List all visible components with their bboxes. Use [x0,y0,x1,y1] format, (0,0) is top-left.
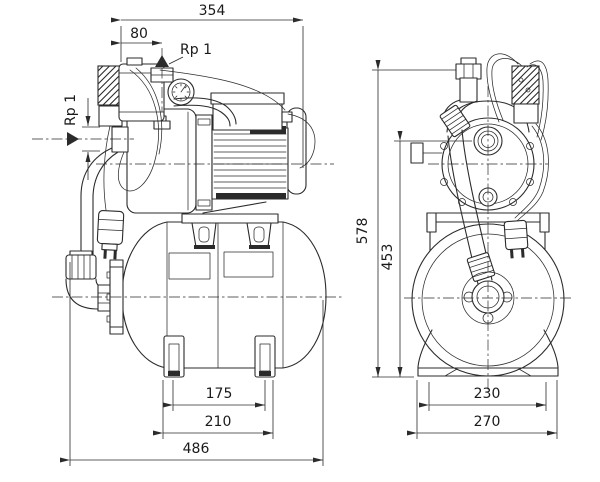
dim-rp1-top-label: Rp 1 [180,42,212,58]
dimension-486: 486 [60,262,324,466]
dim-80-label: 80 [130,26,148,42]
suction-connection-marker [67,132,79,146]
wall-section-hatch-front [511,65,540,105]
dimension-270: 270 [407,380,558,439]
dim-210-label: 210 [205,414,232,430]
pump-motor-flange [195,114,213,211]
power-cable-loop [103,67,316,211]
dimension-210: 210 [153,380,274,439]
mains-plug [96,209,125,260]
dim-270-label: 270 [474,414,501,430]
tank-foot-right [254,335,276,378]
cable-gland [281,111,293,123]
dimension-175: 175 [163,380,266,411]
elbow-fitting [65,278,111,312]
discharge-elbow-front [439,57,496,285]
dimension-rp1-left: Rp 1 [63,94,100,180]
dim-453-label: 453 [380,244,396,271]
discharge-connection-marker [155,55,169,67]
suction-port-stub [111,126,129,153]
tank-foot-left [163,335,185,378]
pump-casing [111,108,197,214]
dim-354-label: 354 [199,3,226,19]
hose-coupling-top [439,104,471,138]
centerlines-front [404,86,572,392]
discharge-pipe [173,97,237,127]
tank-label-left [168,252,211,280]
dim-rp1-left-label: Rp 1 [63,94,79,126]
dimension-578: 578 [355,60,456,378]
cable-loop-front [486,53,549,222]
pressure-switch [97,57,165,127]
mounting-bracket [181,201,279,249]
front-view: 578 453 230 270 [355,53,572,439]
pump-assembly-side [96,57,316,260]
terminal-box-lid [210,92,285,105]
dim-175-label: 175 [206,386,233,402]
wall-section-hatch [97,65,123,106]
dimension-80: 80 [111,26,162,46]
pressure-tank-side [121,221,327,378]
dimension-230: 230 [419,382,547,411]
pressure-gauge [167,78,195,106]
dimension-354: 354 [111,3,304,168]
dim-230-label: 230 [474,386,501,402]
side-view: 354 80 Rp 1 Rp 1 175 2 [32,3,344,466]
dim-486-label: 486 [183,441,210,457]
motor [210,92,307,200]
hose-coupling-bottom [466,252,496,282]
gauge-edge [410,142,443,164]
dimension-rp1-top: Rp 1 [155,42,212,67]
pipe-union-nut [65,250,97,280]
tank-label-right [223,251,274,278]
dim-578-label: 578 [355,218,371,245]
mains-plug-front [503,219,529,259]
dimension-453: 453 [380,131,472,377]
pressure-switch-front [511,65,540,124]
